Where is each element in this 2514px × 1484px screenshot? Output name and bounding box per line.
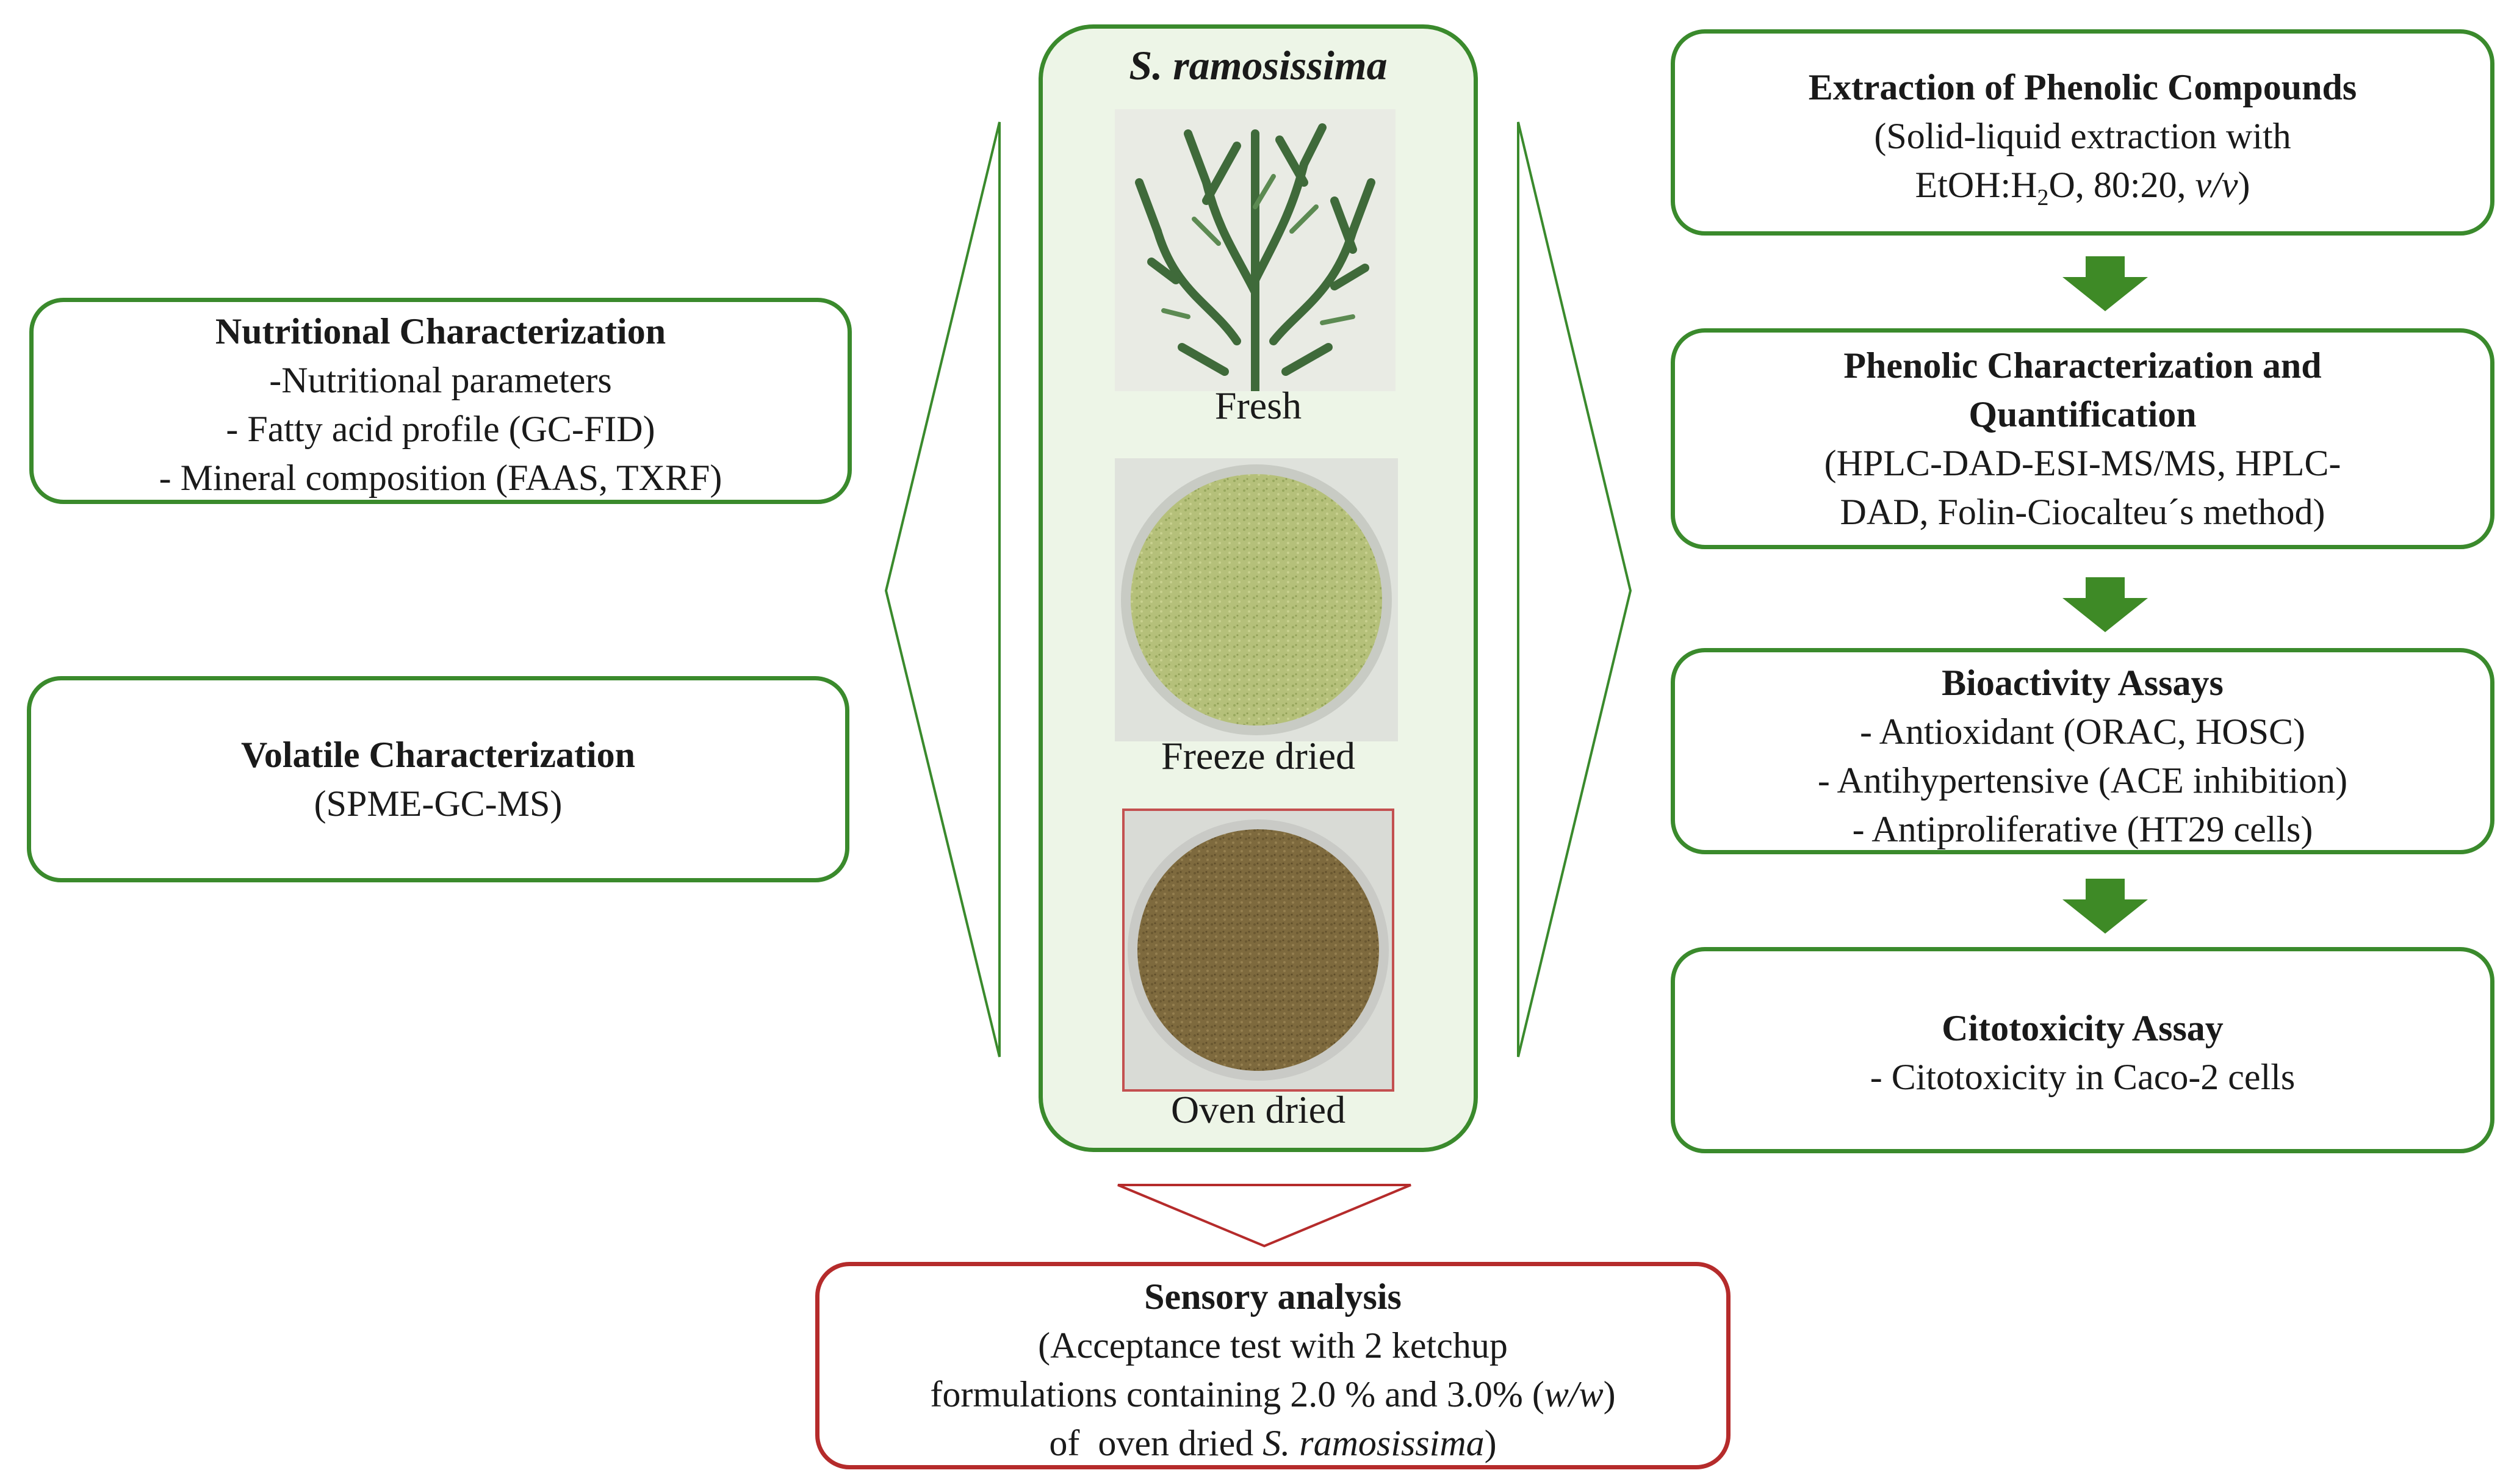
- freeze-dried-sample-photo: [1115, 458, 1398, 741]
- citotoxicity-box: Citotoxicity Assay - Citotoxicity in Cac…: [1671, 947, 2494, 1153]
- sensory-title: Sensory analysis: [1144, 1277, 1402, 1317]
- nutritional-line: - Fatty acid profile (GC-FID): [226, 409, 655, 449]
- bioactivity-line: - Antihypertensive (ACE inhibition): [1817, 760, 2348, 801]
- bioactivity-box: Bioactivity Assays - Antioxidant (ORAC, …: [1671, 648, 2494, 854]
- oven-dried-sample-photo: [1122, 809, 1394, 1092]
- citotoxicity-title: Citotoxicity Assay: [1942, 1008, 2224, 1048]
- fresh-label: Fresh: [1214, 384, 1302, 427]
- nutritional-characterization-box: Nutritional Characterization -Nutritiona…: [29, 298, 852, 504]
- extraction-box: Extraction of Phenolic Compounds (Solid-…: [1671, 29, 2494, 236]
- extraction-italic: v/v: [2195, 165, 2238, 205]
- sensory-italic: w/w: [1544, 1374, 1604, 1414]
- extraction-line: (Solid-liquid extraction with: [1874, 116, 2291, 156]
- fresh-sample-photo: [1115, 109, 1396, 395]
- bioactivity-title: Bioactivity Assays: [1942, 663, 2224, 703]
- sensory-analysis-box: Sensory analysis (Acceptance test with 2…: [815, 1262, 1731, 1469]
- extraction-line-part: ): [2238, 165, 2250, 205]
- volatile-characterization-box: Volatile Characterization (SPME-GC-MS): [27, 676, 849, 882]
- down-arrow-icon: [2062, 256, 2148, 311]
- extraction-line-part: EtOH:H: [1915, 165, 2037, 205]
- bottom-funnel: [1117, 1184, 1411, 1248]
- sensory-line-part: ): [1484, 1423, 1497, 1463]
- sensory-line: (Acceptance test with 2 ketchup: [1038, 1325, 1508, 1366]
- bioactivity-line: - Antioxidant (ORAC, HOSC): [1859, 711, 2306, 752]
- freeze-dried-label: Freeze dried: [1161, 734, 1356, 777]
- nutritional-line: -Nutritional parameters: [269, 360, 612, 400]
- extraction-line-part: O, 80:20,: [2048, 165, 2195, 205]
- citotoxicity-line: - Citotoxicity in Caco-2 cells: [1870, 1057, 2296, 1097]
- species-title: S. ramosissima: [1129, 42, 1388, 88]
- sensory-italic: S. ramosissima: [1262, 1423, 1485, 1463]
- down-arrow-icon: [2062, 879, 2148, 934]
- phenolic-characterization-box: Phenolic Characterization and Quantifica…: [1671, 328, 2494, 549]
- volatile-title: Volatile Characterization: [241, 735, 635, 775]
- phenolic-line: DAD, Folin-Ciocalteu´s method): [1840, 492, 2325, 532]
- right-funnel: [1517, 121, 1632, 1057]
- sample-panel: S. ramosissima: [1039, 24, 1478, 1152]
- bioactivity-line: - Antiproliferative (HT29 cells): [1852, 809, 2313, 849]
- sensory-line-part: of oven dried: [1049, 1423, 1263, 1463]
- extraction-title: Extraction of Phenolic Compounds: [1808, 67, 2357, 107]
- left-funnel: [884, 121, 1001, 1057]
- sensory-line: formulations containing 2.0 % and 3.0% (…: [819, 1370, 1726, 1419]
- phenolic-line: (HPLC-DAD-ESI-MS/MS, HPLC-: [1824, 443, 2341, 483]
- phenolic-title: Phenolic Characterization and: [1843, 345, 2322, 386]
- phenolic-title: Quantification: [1968, 394, 2197, 434]
- sensory-line-part: ): [1603, 1374, 1616, 1414]
- volatile-line: (SPME-GC-MS): [314, 783, 563, 824]
- down-arrow-icon: [2062, 577, 2148, 632]
- nutritional-line: - Mineral composition (FAAS, TXRF): [159, 458, 722, 498]
- oven-dried-label: Oven dried: [1170, 1088, 1346, 1131]
- nutritional-title: Nutritional Characterization: [215, 311, 666, 351]
- sensory-line: of oven dried S. ramosissima): [819, 1419, 1726, 1468]
- extraction-line: EtOH:H2O, 80:20, v/v): [1675, 160, 2490, 222]
- sensory-line-part: formulations containing 2.0 % and 3.0% (: [930, 1374, 1544, 1414]
- extraction-subscript: 2: [2037, 185, 2049, 211]
